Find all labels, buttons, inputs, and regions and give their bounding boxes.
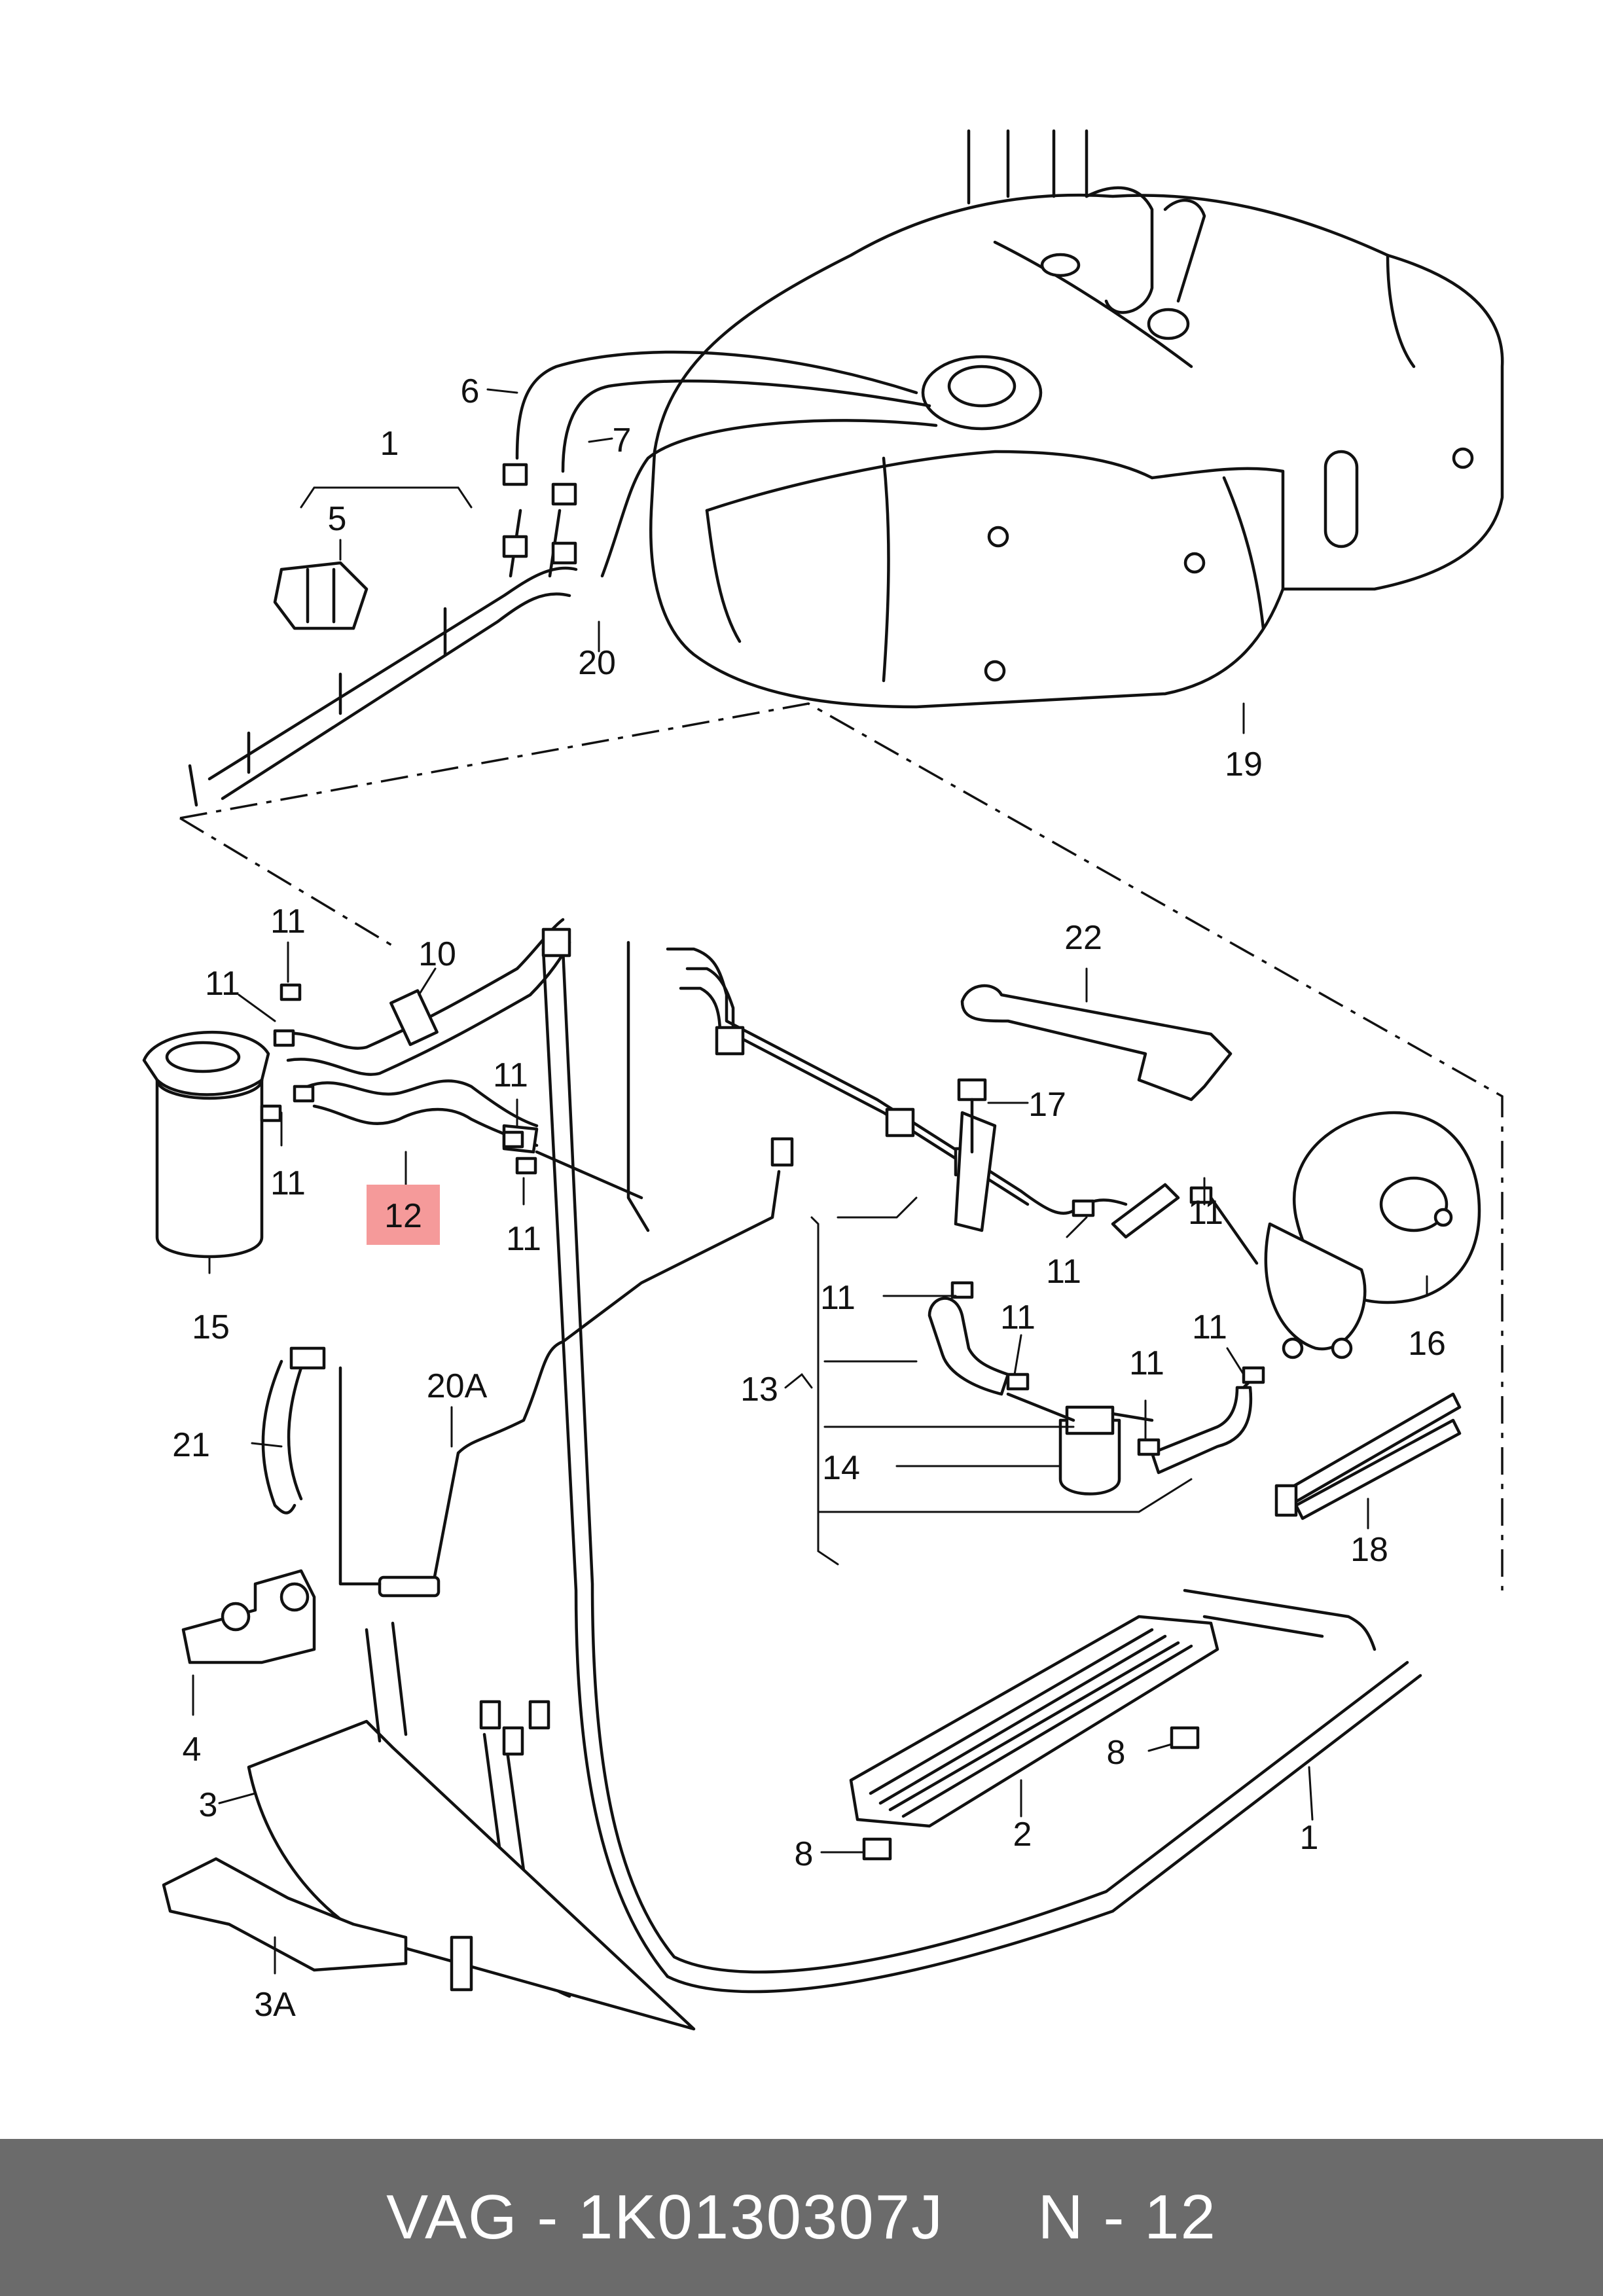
callout-3A: 3A bbox=[254, 1986, 296, 2024]
callout-7: 7 bbox=[613, 422, 632, 459]
fuel-tank bbox=[649, 129, 1504, 709]
callout-16: 16 bbox=[1408, 1325, 1446, 1363]
callout-11-g: 11 bbox=[1046, 1253, 1081, 1291]
callout-11-b: 11 bbox=[205, 965, 240, 1003]
callout-3: 3 bbox=[199, 1786, 218, 1824]
highlight-box bbox=[367, 1185, 440, 1245]
callout-20: 20 bbox=[578, 644, 616, 682]
callout-12-highlighted: 12 bbox=[384, 1197, 422, 1235]
callout-8-right: 8 bbox=[1107, 1734, 1126, 1772]
callout-11-h: 11 bbox=[820, 1279, 856, 1317]
callout-labels: 1 5 6 7 20 19 11 11 10 11 11 11 12 15 22… bbox=[172, 372, 1446, 2024]
callout-8-left: 8 bbox=[795, 1835, 814, 1873]
upper-fuel-lines bbox=[188, 350, 938, 807]
callout-6: 6 bbox=[461, 372, 480, 410]
fuel-filter-assembly bbox=[142, 918, 650, 1259]
callout-2: 2 bbox=[1013, 1816, 1032, 1854]
callout-11-k: 11 bbox=[1192, 1308, 1227, 1346]
callout-21: 21 bbox=[172, 1426, 210, 1464]
callout-11-e: 11 bbox=[506, 1220, 541, 1258]
callout-5: 5 bbox=[328, 500, 347, 538]
leader-lines bbox=[192, 388, 1428, 1975]
group-boundary bbox=[179, 702, 1504, 1590]
callout-22: 22 bbox=[1064, 919, 1102, 957]
callout-1-top: 1 bbox=[380, 425, 399, 463]
callout-11-j: 11 bbox=[1129, 1344, 1164, 1382]
callout-20A: 20A bbox=[427, 1367, 488, 1405]
callout-11-a: 11 bbox=[270, 903, 306, 941]
callout-11-c: 11 bbox=[493, 1056, 528, 1094]
callout-11-f: 11 bbox=[1188, 1194, 1223, 1232]
part-info-footer: VAG - 1K0130307J N - 12 bbox=[0, 2139, 1603, 2296]
callout-19: 19 bbox=[1225, 745, 1263, 783]
callout-10: 10 bbox=[418, 935, 456, 973]
callout-11-d: 11 bbox=[270, 1164, 306, 1202]
callout-11-i: 11 bbox=[1000, 1299, 1036, 1336]
part-number-caption: VAG - 1K0130307J N - 12 bbox=[386, 2182, 1217, 2252]
parts-diagram: 1 5 6 7 20 19 11 11 10 11 11 11 12 15 22… bbox=[142, 129, 1504, 2031]
callout-17: 17 bbox=[1028, 1086, 1066, 1124]
callout-14: 14 bbox=[822, 1449, 860, 1487]
long-fuel-pipes bbox=[479, 927, 1422, 1998]
callout-13: 13 bbox=[740, 1371, 778, 1408]
callout-1-bottom: 1 bbox=[1300, 1819, 1319, 1857]
return-lines-and-cooler bbox=[162, 947, 1481, 2031]
callout-18: 18 bbox=[1350, 1531, 1388, 1569]
callout-15: 15 bbox=[192, 1308, 230, 1346]
callout-4: 4 bbox=[183, 1731, 202, 1768]
